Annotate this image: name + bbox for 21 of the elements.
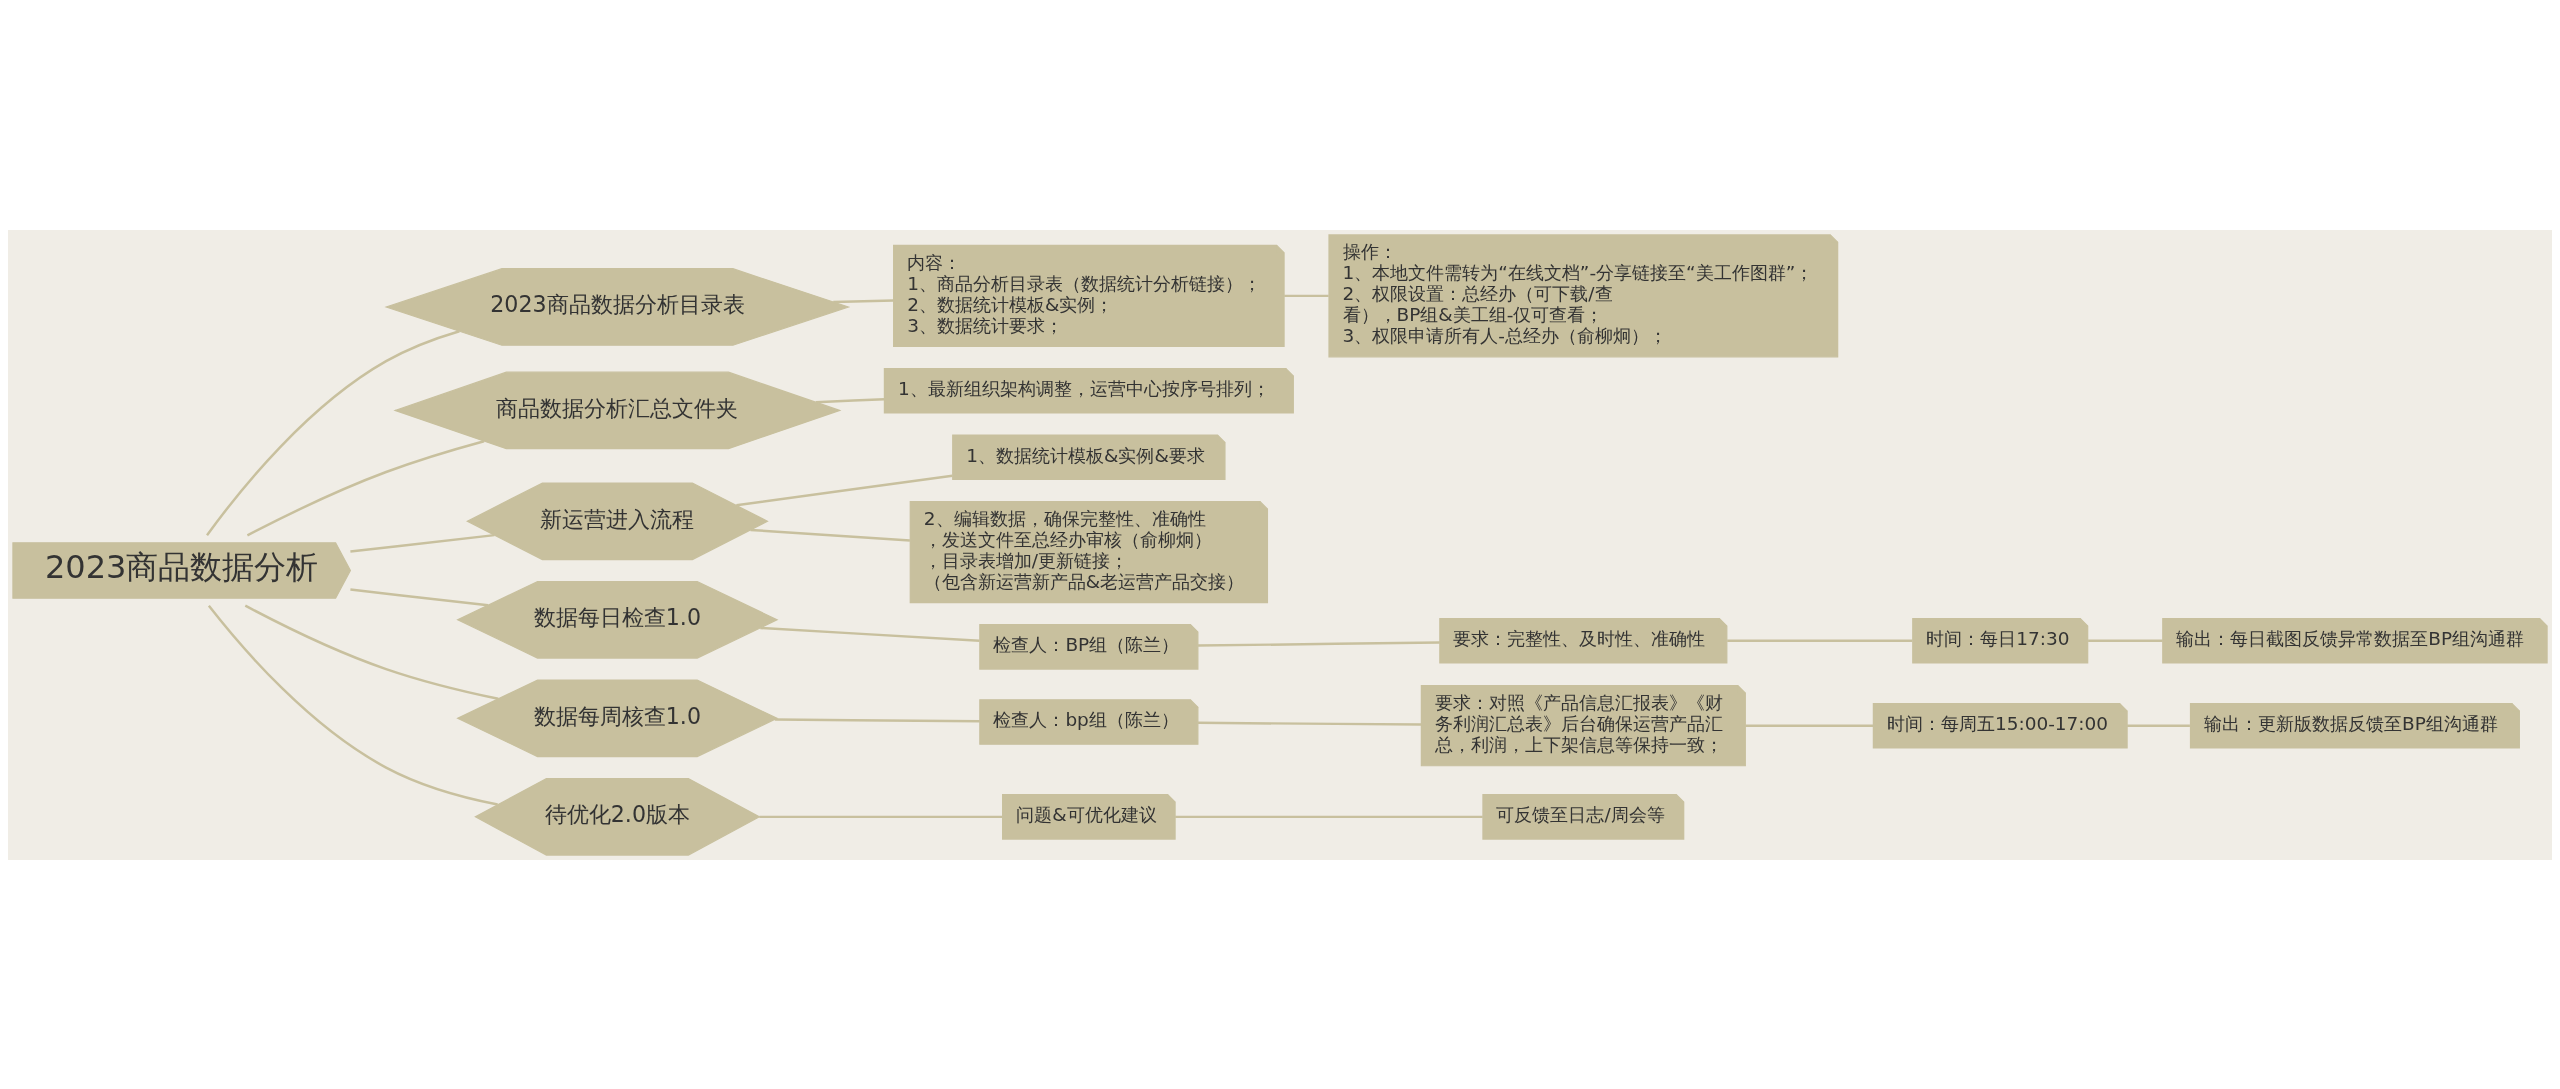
connector — [207, 604, 498, 806]
connector — [206, 329, 460, 536]
connector — [1198, 640, 1440, 647]
connector — [1745, 724, 1874, 727]
connector — [833, 298, 894, 303]
connector — [350, 533, 495, 553]
connector — [2127, 724, 2190, 727]
connector — [774, 717, 980, 722]
connector — [1175, 815, 1483, 818]
connector — [815, 397, 885, 403]
connector — [244, 604, 499, 700]
connector — [350, 587, 489, 606]
connector — [1284, 294, 1329, 297]
connector — [2088, 639, 2163, 642]
connector — [760, 626, 980, 642]
connector — [1198, 721, 1422, 726]
connector — [1727, 639, 1913, 642]
connector — [759, 815, 1003, 818]
connector — [750, 528, 910, 542]
connector — [246, 439, 485, 536]
connector — [736, 474, 953, 506]
